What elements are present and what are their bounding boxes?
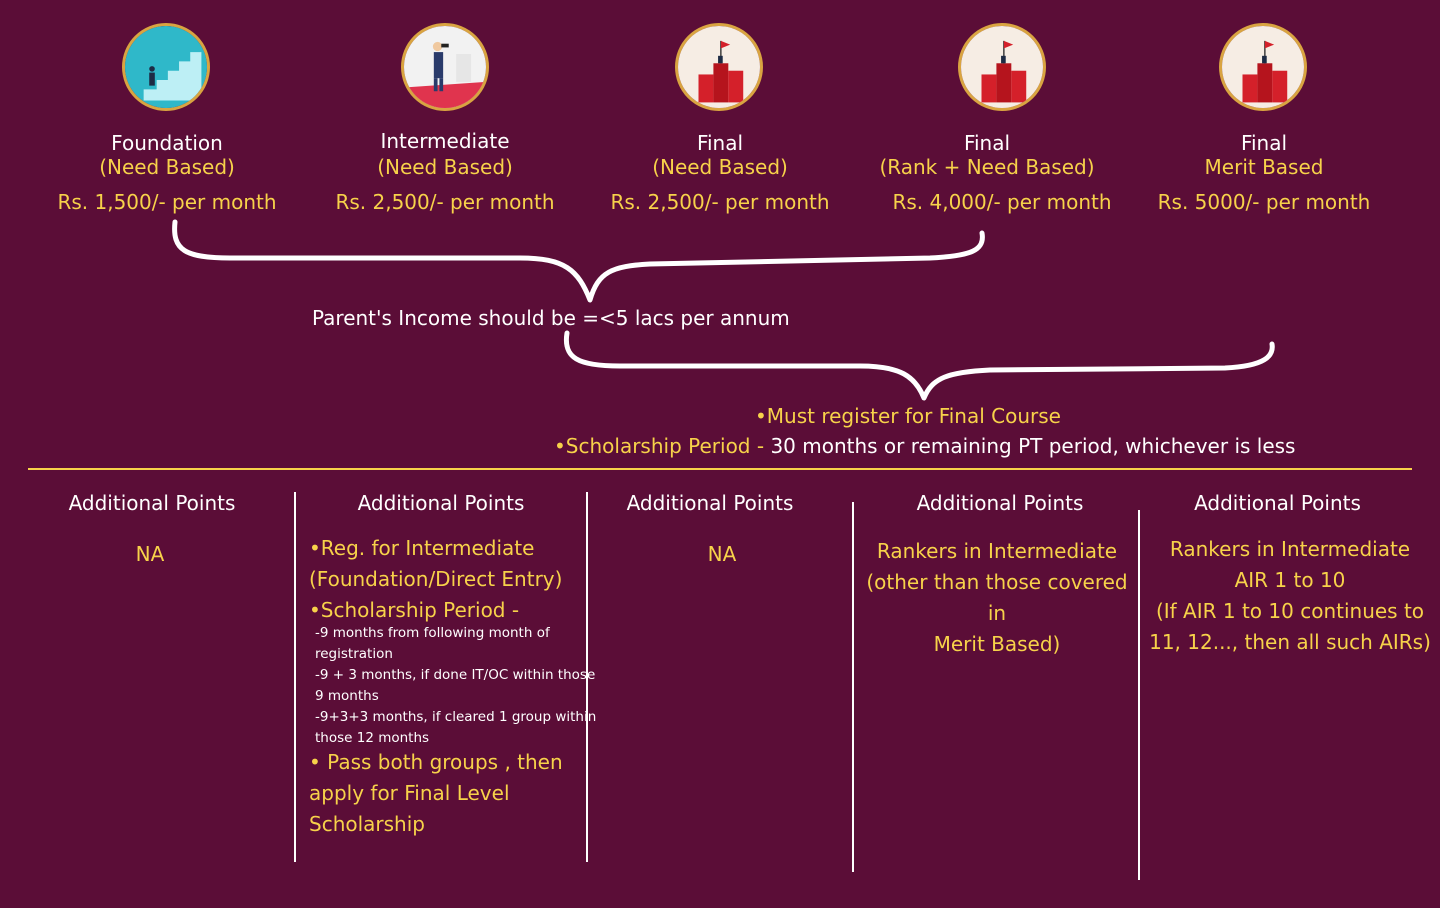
level-basis: Merit Based: [1204, 155, 1324, 179]
column-heading: Additional Points: [68, 491, 236, 515]
pass-line: apply for Final Level: [309, 781, 510, 805]
note-line: 9 months: [315, 688, 379, 704]
air-line: (If AIR 1 to 10 continues to: [1155, 599, 1425, 623]
level-final-need: Final (Need Based): [600, 131, 840, 180]
reg-intermediate: •Reg. for Intermediate (Foundation/Direc…: [309, 533, 562, 626]
reg-line: •Reg. for Intermediate: [309, 536, 535, 560]
pass-line: Scholarship: [309, 812, 425, 836]
pass-line: • Pass both groups , then: [309, 750, 563, 774]
level-amount: Rs. 5000/- per month: [1157, 190, 1371, 214]
column-divider: [294, 492, 296, 862]
income-condition: Parent's Income should be =<5 lacs per a…: [312, 306, 790, 330]
period-text: 30 months or remaining PT period, whiche…: [770, 434, 1296, 458]
reg-line-2: (Foundation/Direct Entry): [309, 567, 563, 591]
note-line: -9 months from following month of: [315, 625, 550, 641]
rankers-air: Rankers in Intermediate AIR 1 to 10 (If …: [1145, 534, 1435, 658]
level-final-merit: Final Merit Based: [1144, 131, 1384, 180]
level-amount: Rs. 2,500/- per month: [335, 190, 555, 214]
note-line: -9+3+3 months, if cleared 1 group within: [315, 709, 597, 725]
binocular-man-icon: [401, 23, 489, 111]
level-amount: Rs. 2,500/- per month: [610, 190, 830, 214]
column-heading: Additional Points: [916, 491, 1084, 515]
level-amount: Rs. 4,000/- per month: [892, 190, 1112, 214]
level-title: Final: [696, 131, 744, 155]
level-basis: (Need Based): [652, 155, 788, 179]
period-heading: •Scholarship Period -: [309, 598, 520, 622]
note-line: those 12 months: [315, 730, 430, 746]
level-basis: (Rank + Need Based): [879, 155, 1095, 179]
podium-flag-icon: [1219, 23, 1307, 111]
air-line: Rankers in Intermediate: [1169, 537, 1411, 561]
rankers-line: Rankers in Intermediate: [876, 539, 1118, 563]
column-na: NA: [707, 542, 737, 566]
column-na: NA: [135, 542, 165, 566]
air-line: 11, 12..., then all such AIRs): [1149, 630, 1431, 654]
period-label: •Scholarship Period -: [554, 434, 771, 458]
final-period-condition: •Scholarship Period - 30 months or remai…: [554, 434, 1295, 458]
period-notes: -9 months from following month of regist…: [315, 623, 596, 749]
pass-both-groups: • Pass both groups , then apply for Fina…: [309, 747, 563, 840]
level-title: Foundation: [111, 131, 223, 155]
section-divider: [28, 468, 1412, 470]
level-amount: Rs. 1,500/- per month: [57, 190, 277, 214]
podium-flag-icon: [958, 23, 1046, 111]
level-intermediate: Intermediate (Need Based): [325, 129, 565, 180]
column-heading: Additional Points: [357, 491, 525, 515]
column-divider: [586, 492, 588, 862]
column-divider: [852, 502, 854, 872]
level-basis: (Need Based): [99, 155, 235, 179]
level-title: Final: [963, 131, 1011, 155]
level-title: Intermediate: [380, 129, 510, 153]
stairs-climb-icon: [122, 23, 210, 111]
column-heading: Additional Points: [1194, 491, 1361, 515]
level-foundation: Foundation (Need Based): [47, 131, 287, 180]
podium-flag-icon: [675, 23, 763, 111]
level-final-rank-need: Final (Rank + Need Based): [862, 131, 1112, 180]
rankers-intermediate: Rankers in Intermediate (other than thos…: [856, 536, 1138, 660]
air-line: AIR 1 to 10: [1234, 568, 1346, 592]
level-basis: (Need Based): [377, 155, 513, 179]
level-title: Final: [1240, 131, 1288, 155]
rankers-line: Merit Based): [933, 632, 1061, 656]
note-line: registration: [315, 646, 393, 662]
rankers-line: (other than those covered in: [866, 570, 1128, 625]
column-heading: Additional Points: [626, 491, 794, 515]
column-divider: [1138, 510, 1140, 880]
note-line: -9 + 3 months, if done IT/OC within thos…: [315, 667, 596, 683]
final-register-condition: •Must register for Final Course: [755, 404, 1061, 428]
